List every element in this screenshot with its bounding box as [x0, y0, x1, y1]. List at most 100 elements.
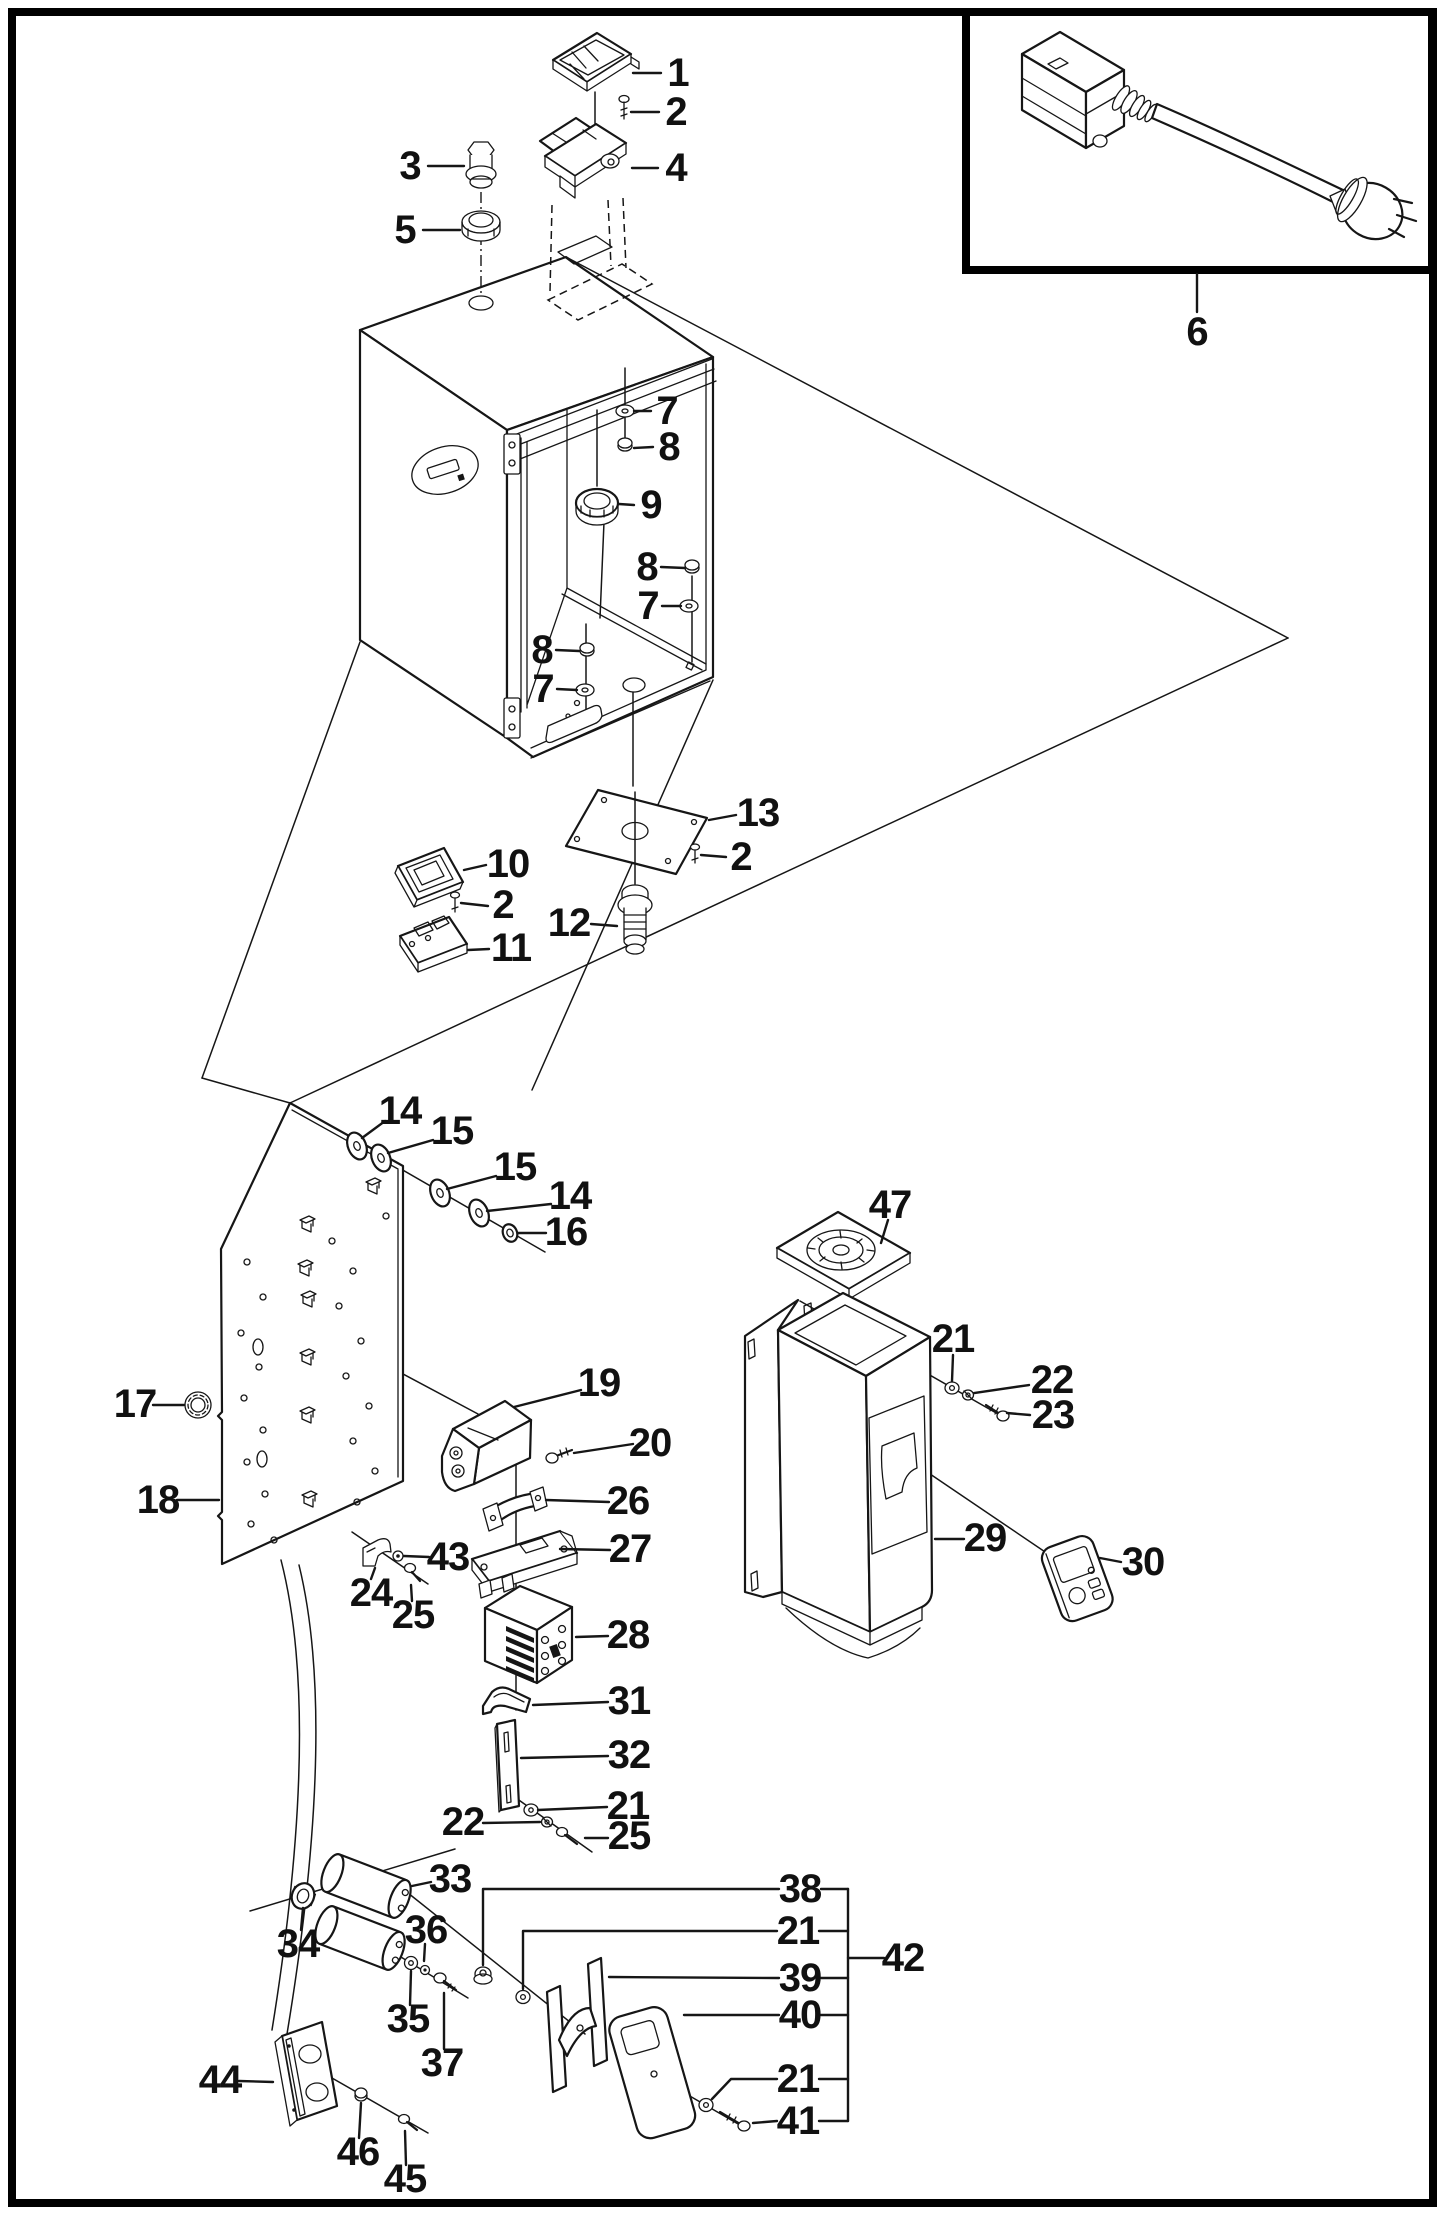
leader-22-lock-washer-bracket — [481, 1820, 542, 1825]
hinge-bottom — [503, 697, 521, 739]
part-label-33-capacitors: 33 — [429, 1857, 472, 1901]
part-label-2-screw-bezel: 2 — [492, 883, 513, 927]
washer-21c — [515, 1989, 531, 2005]
part-label-14-washer-b: 14 — [549, 1174, 593, 1218]
screw-45 — [397, 2113, 419, 2132]
part-label-28-terminal-block: 28 — [607, 1613, 650, 1657]
leader-14-washer-a — [360, 1119, 387, 1140]
part-label-34-nut-flanged: 34 — [277, 1922, 321, 1966]
leader-8-nut-a — [632, 445, 655, 450]
screw-25b — [555, 1826, 579, 1846]
leader-21-washer-iso-a — [521, 1929, 779, 1991]
part-label-16-nut: 16 — [545, 1210, 588, 1254]
part-label-15-washer-a: 15 — [431, 1109, 474, 1153]
page-border — [8, 8, 1437, 2207]
inset-box — [962, 8, 1436, 274]
leader-27-relay — [558, 1547, 612, 1552]
part-10-switch-bezel — [394, 846, 465, 908]
leader-13-gasket-plate — [707, 813, 738, 822]
washer-7a — [615, 404, 635, 418]
part-label-13-gasket-plate: 13 — [737, 791, 780, 835]
part-label-8-nut-a: 8 — [658, 425, 680, 469]
part-label-31-clip-bracket: 31 — [608, 1679, 651, 1723]
leader-39-isolator-bracket — [607, 1975, 781, 1980]
part-label-9-grommet: 9 — [640, 483, 661, 527]
part-label-43-washer-clamp: 43 — [427, 1535, 470, 1579]
leader-21-washer-bracket — [536, 1805, 609, 1812]
part-label-17-grommet-small: 17 — [114, 1382, 157, 1426]
part-4-inlet-assembly — [538, 116, 628, 199]
screw-20 — [545, 1447, 574, 1464]
part-label-2-screw-plate: 2 — [730, 835, 751, 879]
nut-8b — [684, 559, 700, 574]
part-label-7-washer-b: 7 — [637, 584, 658, 628]
leader-41-screw-iso — [751, 2119, 779, 2125]
part-label-25-screw-bracket: 25 — [608, 1814, 651, 1858]
panel-holes — [237, 1212, 390, 1544]
part-label-4-inlet-assembly: 4 — [665, 146, 688, 190]
part-label-7-washer-c: 7 — [532, 667, 553, 711]
leader-47-fan-cover — [879, 1218, 890, 1245]
leader-11-rocker-switch — [466, 947, 491, 952]
part-label-5-locknut: 5 — [394, 208, 416, 252]
part-18-mounting-panel — [216, 1101, 405, 2035]
leader-33-capacitors — [410, 1880, 433, 1888]
part-33-capacitors — [314, 1853, 412, 1971]
part-19-suppressor-box — [440, 1399, 533, 1493]
part-label-30-keypad: 30 — [1122, 1540, 1165, 1584]
part-28-terminal-block — [483, 1584, 574, 1685]
nut-38 — [473, 1966, 493, 1985]
screw-37 — [433, 1972, 458, 1992]
nut-46 — [354, 2087, 368, 2102]
part-47-fan-cover — [775, 1210, 912, 1300]
washer-22b — [540, 1816, 554, 1828]
part-label-25-screw-clamp: 25 — [392, 1593, 435, 1637]
leader-28-terminal-block — [574, 1634, 610, 1639]
part-label-22-lock-washer-bracket: 22 — [442, 1800, 485, 1844]
part-label-36-lock-washer-cap: 36 — [405, 1908, 448, 1952]
part-27-relay — [470, 1529, 579, 1599]
screw-25a — [403, 1562, 422, 1583]
part-24-clamp-bracket — [362, 1538, 392, 1567]
leader-10-switch-bezel — [462, 863, 488, 872]
part-label-44-mounting-bracket: 44 — [199, 2058, 243, 2102]
leader-24-clamp-bracket — [369, 1566, 377, 1581]
leader-14-washer-b — [485, 1202, 553, 1213]
part-5-locknut — [461, 210, 501, 242]
leader-43-washer-clamp — [402, 1554, 431, 1559]
part-label-14-washer-a: 14 — [379, 1089, 423, 1133]
part-label-47-fan-cover: 47 — [869, 1183, 912, 1227]
washer-7b — [679, 599, 699, 613]
part-label-15-washer-b: 15 — [494, 1145, 537, 1189]
part-label-38-flange-nut: 38 — [779, 1867, 822, 1911]
part-label-20-screw-box: 20 — [629, 1421, 672, 1465]
part-label-42-hardware-set: 42 — [882, 1936, 925, 1980]
nut-8c — [579, 642, 595, 657]
part-label-8-nut-b: 8 — [636, 545, 658, 589]
part-label-29-heatsink-cover: 29 — [964, 1516, 1007, 1560]
part-13-gasket-plate — [564, 788, 709, 876]
part-label-21-washer-tower: 21 — [932, 1317, 975, 1361]
part-label-2-screw-top: 2 — [665, 90, 686, 134]
part-label-7-washer-a: 7 — [656, 389, 677, 433]
nut-8a — [617, 437, 633, 452]
washer-21a — [944, 1381, 960, 1395]
leader-26-terminal-rail — [544, 1498, 611, 1504]
part-44-mounting-bracket — [274, 2020, 339, 2127]
hinge-top — [503, 433, 521, 475]
leader-19-suppressor-box — [512, 1388, 583, 1409]
part-label-26-terminal-rail: 26 — [607, 1479, 650, 1523]
leader-9-grommet — [617, 502, 636, 507]
leader-2-screw-plate — [699, 853, 728, 859]
washer-7c — [575, 683, 595, 697]
leader-32-support-bracket — [519, 1754, 610, 1760]
leader-2-screw-bezel — [459, 901, 490, 908]
leader-35-washer-cap — [408, 1969, 413, 2007]
part-label-46-nut-bracket: 46 — [337, 2130, 380, 2174]
part-6-power-cord — [1020, 30, 1418, 241]
part-label-10-switch-bezel: 10 — [487, 842, 530, 886]
grommet-9 — [574, 487, 620, 526]
leader-38-flange-nut — [481, 1887, 781, 1967]
